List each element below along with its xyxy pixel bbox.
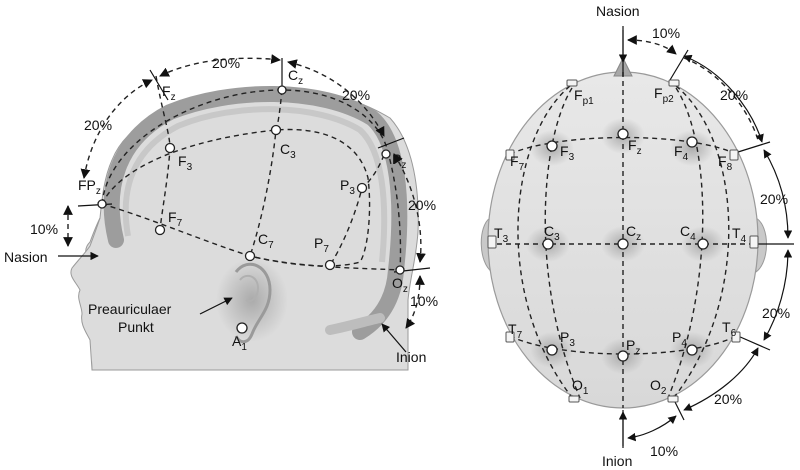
top-label-p3: P3 [560, 329, 575, 349]
top-electrode-pz [617, 350, 629, 362]
top-label-f7: F7 [510, 153, 525, 173]
top-view: Fp1 Fp2 F7 F3 Fz F4 F8 T3 C3 Cz C4 T4 T7… [480, 3, 794, 469]
side-label-f3: F3 [178, 153, 193, 173]
top-label-t5: T7 [508, 321, 523, 341]
top-label-t4: T4 [732, 225, 747, 245]
top-pct-t4-t6: 20% [762, 305, 790, 321]
top-pct-f8-t4: 20% [760, 191, 788, 207]
top-arc-fp2-f8-solid [683, 54, 764, 143]
side-inion-label: Inion [396, 349, 426, 365]
side-label-p3: P3 [340, 177, 355, 197]
top-label-fp1: Fp1 [574, 87, 594, 107]
top-label-o1: O1 [572, 377, 589, 397]
top-tick-t6 [737, 335, 771, 351]
top-electrode-f3 [546, 140, 558, 152]
side-pct-pz-oz: 20% [408, 197, 436, 213]
top-label-t3: T3 [494, 225, 509, 245]
side-label-c3: C3 [280, 141, 296, 161]
side-preauricular-label-1: Preauriculaer [88, 301, 172, 317]
top-label-cz: Cz [626, 223, 641, 243]
top-pct-nasion-fp2: 10% [652, 25, 680, 41]
side-electrode-cz [277, 85, 287, 95]
top-label-f8: F8 [718, 153, 733, 173]
top-arc-o2-inion [627, 415, 677, 442]
top-tick-fp2 [669, 49, 689, 81]
side-coronal-c [249, 89, 283, 257]
top-label-fz: Fz [628, 137, 642, 157]
top-label-c4: C4 [680, 223, 696, 243]
side-label-c7: C7 [258, 231, 274, 251]
top-electrode-fz [617, 128, 629, 140]
side-label-f7: F7 [168, 209, 183, 229]
side-electrode-p7 [324, 259, 336, 271]
side-inion-arrow [381, 323, 407, 353]
top-electrode-c4 [697, 238, 709, 250]
side-label-p7: P7 [314, 235, 329, 255]
side-electrode-pz [381, 149, 391, 159]
top-nasion-label: Nasion [596, 3, 640, 19]
side-tick-pz [377, 137, 405, 149]
top-line-left-lateral [544, 87, 581, 399]
side-arc-fz-cz [159, 54, 281, 77]
top-electrode-f4 [686, 136, 698, 148]
top-pct-t6-o2: 20% [714, 391, 742, 407]
top-line-parietal [509, 335, 737, 355]
side-electrode-oz [395, 265, 405, 275]
top-arc-f8-t4 [763, 149, 793, 239]
top-label-f3: F3 [560, 143, 575, 163]
top-label-o2: O2 [650, 377, 667, 397]
side-electrode-fpz [97, 199, 107, 209]
side-electrode-fz [164, 142, 176, 154]
top-electrode-cz [617, 238, 629, 250]
side-pct-fz-cz: 20% [212, 55, 240, 71]
side-electrode-f7 [154, 224, 166, 236]
top-arc-t4-t6 [763, 249, 793, 341]
side-arc-cz-pz [287, 59, 385, 137]
side-label-oz: Oz [392, 275, 408, 295]
side-electrode-p3 [356, 182, 368, 194]
top-inion-label: Inion [602, 453, 632, 469]
top-arc-nasion-fp2 [627, 35, 677, 55]
side-label-a1: A1 [232, 333, 247, 353]
side-label-pz: Pz [392, 151, 406, 171]
side-arc-fpz-fz [80, 79, 153, 179]
side-nasion-label: Nasion [4, 249, 48, 265]
top-arc-t6-o2 [683, 347, 759, 411]
top-label-c3: C3 [544, 223, 560, 243]
top-pct-fp2-f8: 20% [720, 87, 748, 103]
side-label-fpz: FPz [78, 177, 101, 197]
top-edge-tabs [487, 79, 759, 403]
side-tick-fz [149, 69, 169, 101]
top-label-p4: P4 [672, 329, 687, 349]
side-pct-oz-inion: 10% [410, 293, 438, 309]
side-pct-nasion-fpz: 10% [30, 221, 58, 237]
side-electrode-a1 [236, 322, 248, 334]
side-view: FPz Fz Cz Pz F3 C3 P3 F7 C7 P7 Oz A1 20%… [4, 54, 438, 371]
side-preauricular-arrow [199, 297, 233, 315]
top-label-fp2: Fp2 [654, 85, 674, 105]
top-label-pz: Pz [626, 337, 640, 357]
side-label-cz: Cz [288, 67, 303, 87]
top-electrode-p4 [686, 344, 698, 356]
side-ear [216, 258, 288, 344]
top-electrode-p3 [546, 344, 558, 356]
side-arc-oz-inion [405, 275, 425, 329]
top-electrode-c3 [542, 238, 554, 250]
side-preauricular-label-2: Punkt [118, 319, 154, 335]
side-electrode-c3 [270, 124, 282, 136]
top-pct-o2-inion: 10% [650, 443, 678, 459]
side-pct-cz-pz: 20% [342, 87, 370, 103]
top-line-left-outer [517, 85, 575, 401]
side-neck-shadow [325, 313, 385, 335]
side-parasagittal-curve [101, 128, 371, 267]
top-label-t6: T6 [722, 319, 737, 339]
top-label-f4: F4 [674, 143, 689, 163]
top-tick-f8 [737, 141, 771, 153]
side-pct-fpz-fz: 20% [84, 117, 112, 133]
side-arc-pz-oz [393, 153, 426, 263]
side-electrode-c7 [244, 250, 256, 262]
side-label-fz: Fz [162, 83, 176, 103]
